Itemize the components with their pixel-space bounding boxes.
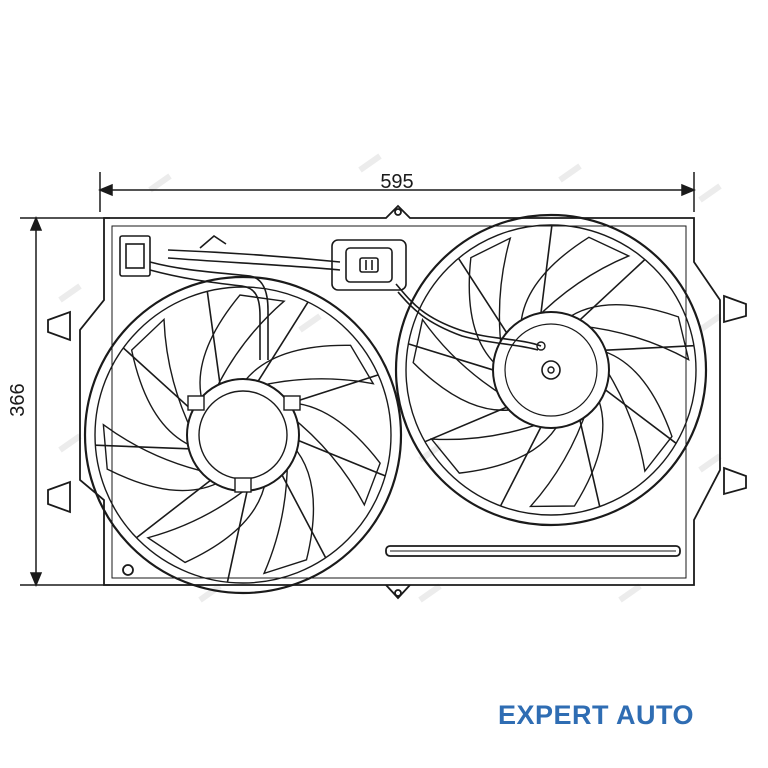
- left-fan-blade: [102, 423, 223, 492]
- left-fan-strut: [281, 474, 327, 559]
- center-connector-housing: [331, 239, 407, 291]
- center-connector-body: [345, 247, 393, 283]
- right-fan-motor-inner: [504, 323, 598, 417]
- brand-logo-text: EXPERT AUTO: [498, 700, 695, 730]
- right-fan-cable-entry: [536, 341, 546, 351]
- left-fan-ring-inner: [94, 286, 392, 584]
- right-fan-blades: [412, 236, 690, 508]
- right-fan-blade: [412, 317, 517, 411]
- left-fan-mount-3: [234, 477, 252, 493]
- right-fan-blade: [520, 236, 631, 328]
- right-fan-ring-outer: [394, 213, 708, 527]
- right-fan: [394, 213, 708, 527]
- left-fan-strut: [206, 291, 221, 385]
- right-fan-motor: [492, 311, 610, 429]
- width-dimension-label: 595: [380, 171, 413, 193]
- left-fan-blade: [199, 294, 286, 405]
- right-fan-strut: [579, 420, 601, 507]
- right-fan-strut: [499, 426, 542, 507]
- right-fan-strut: [424, 406, 507, 443]
- right-fan-strut: [605, 389, 677, 444]
- left-fan-blades: [102, 294, 381, 575]
- left-connector: [119, 235, 151, 277]
- right-fan-struts: [408, 224, 694, 507]
- watermark-pattern: [58, 153, 722, 603]
- height-dimension: [20, 216, 110, 587]
- left-fan-blade: [241, 344, 375, 388]
- left-fan-strut: [95, 444, 189, 450]
- right-fan-blade: [468, 236, 512, 368]
- left-fan: [83, 275, 403, 595]
- right-fan-blade: [429, 420, 561, 474]
- left-fan-ring-outer: [83, 275, 403, 595]
- left-fan-strut: [135, 479, 211, 539]
- width-dimension: [98, 172, 696, 212]
- left-fan-strut: [298, 439, 386, 477]
- left-fan-mount-2: [283, 395, 301, 411]
- right-fan-strut: [457, 257, 508, 334]
- right-fan-strut: [540, 224, 553, 313]
- left-fan-mount-1: [187, 395, 205, 411]
- shroud-frame: [47, 204, 747, 600]
- left-fan-strut: [257, 301, 309, 382]
- right-fan-strut: [605, 344, 694, 352]
- center-connector-plug: [359, 257, 379, 273]
- right-fan-blade: [528, 394, 604, 508]
- left-fan-strut: [289, 374, 379, 405]
- left-fan-blade: [281, 402, 381, 507]
- right-fan-hub: [541, 360, 561, 380]
- left-fan-strut: [226, 490, 248, 583]
- right-fan-shaft: [547, 366, 555, 374]
- height-dimension-label: 366: [7, 383, 29, 416]
- left-fan-strut: [122, 347, 194, 412]
- right-fan-strut: [579, 258, 646, 321]
- wiring-harness: [119, 234, 542, 360]
- right-fan-blade: [598, 349, 673, 473]
- right-fan-strut: [408, 343, 494, 371]
- left-fan-struts: [95, 291, 386, 583]
- right-fan-ring-inner: [405, 224, 697, 516]
- left-fan-blade: [262, 444, 315, 575]
- left-fan-blade: [146, 479, 267, 564]
- left-connector-pins: [125, 243, 145, 269]
